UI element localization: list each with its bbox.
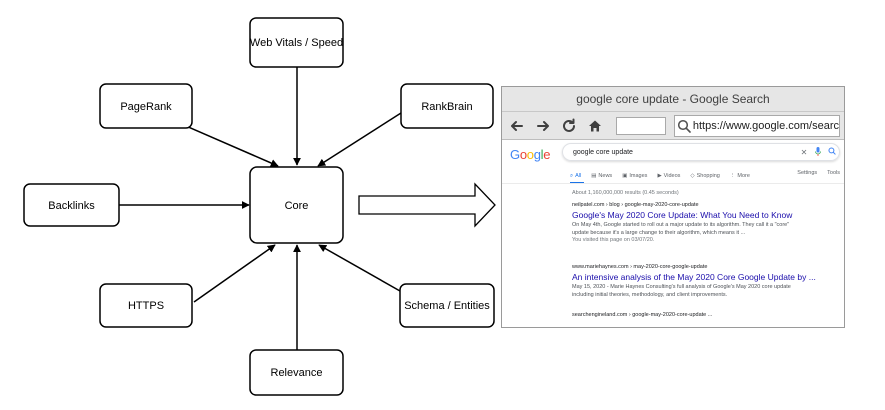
result-url: neilpatel.com › blog › google-may-2020-c… [572, 202, 699, 208]
node-web-vitals: Web Vitals / Speed [249, 17, 344, 68]
result-title-link[interactable]: Google's May 2020 Core Update: What You … [572, 210, 793, 220]
result-snippet: May 15, 2020 - Marie Haynes Consulting's… [572, 283, 840, 299]
settings-link[interactable]: Settings [797, 170, 818, 176]
reload-icon[interactable] [560, 117, 578, 135]
search-submit-icon[interactable] [825, 147, 839, 157]
node-backlinks-label: Backlinks [48, 200, 95, 212]
node-core: Core [249, 166, 344, 244]
tab-shopping[interactable]: ◇Shopping [690, 170, 719, 182]
tab-label: More [737, 173, 750, 179]
arrow-rankbrain-to-core [317, 112, 402, 167]
node-schema: Schema / Entities [399, 283, 495, 328]
tab-label: All [575, 173, 582, 179]
back-arrow-icon[interactable] [508, 117, 526, 135]
browser-toolbar: https://www.google.com/searc [502, 112, 844, 140]
result-title-link[interactable]: An intensive analysis of the May 2020 Co… [572, 272, 816, 282]
search-result: neilpatel.com › blog › google-may-2020-c… [572, 202, 840, 243]
active-tab-underline [570, 182, 584, 183]
address-bar[interactable]: https://www.google.com/searc [674, 114, 840, 137]
node-relevance-label: Relevance [271, 367, 323, 379]
tab-label: News [598, 173, 613, 179]
search-result: searchengineland.com › google-may-2020-c… [572, 312, 840, 318]
node-https: HTTPS [99, 283, 193, 328]
node-pagerank: PageRank [99, 83, 193, 129]
logo-letter: l [540, 147, 544, 162]
result-url: www.mariehaynes.com › may-2020-core-goog… [572, 264, 708, 270]
result-snippet: On May 4th, Google started to roll out a… [572, 221, 840, 237]
snippet-line: May 15, 2020 - Marie Haynes Consulting's… [572, 284, 791, 290]
tab-label: Images [629, 173, 648, 179]
arrow-https-to-core [193, 244, 276, 303]
snippet-line: update because it's a large change to th… [572, 230, 746, 236]
result-url: searchengineland.com › google-may-2020-c… [572, 312, 713, 318]
tag-icon: ◇ [690, 173, 695, 179]
tab-label: Videos [663, 173, 681, 179]
result-visited-note: You visited this page on 03/07/20. [572, 237, 655, 243]
clear-icon[interactable]: ✕ [800, 147, 808, 157]
search-box[interactable]: google core update ✕ [562, 143, 840, 161]
node-pagerank-label: PageRank [120, 101, 172, 113]
forward-arrow-icon[interactable] [534, 117, 552, 135]
node-https-label: HTTPS [128, 300, 164, 312]
tools-link[interactable]: Tools [827, 170, 840, 176]
image-icon: ▣ [622, 173, 628, 179]
node-backlinks: Backlinks [23, 183, 120, 227]
search-icon [675, 119, 693, 133]
window-title: google core update - Google Search [576, 92, 770, 106]
node-web-vitals-label: Web Vitals / Speed [250, 37, 343, 49]
node-schema-label: Schema / Entities [404, 300, 490, 312]
hollow-right-arrow [358, 182, 496, 228]
browser-window: google core update - Google Search https… [501, 86, 845, 328]
snippet-line: On May 4th, Google started to roll out a… [572, 222, 790, 228]
node-rankbrain: RankBrain [400, 83, 494, 129]
node-relevance: Relevance [249, 349, 344, 396]
arrow-pagerank-to-core [185, 125, 279, 167]
logo-letter: o [526, 147, 534, 162]
snippet-line: including initial theories, methodology,… [572, 292, 728, 298]
logo-letter: G [510, 147, 520, 162]
tab-more[interactable]: ⋮More [730, 170, 750, 182]
address-url: https://www.google.com/searc [692, 119, 839, 132]
tab-images[interactable]: ▣Images [622, 170, 647, 182]
node-rankbrain-label: RankBrain [421, 101, 472, 113]
tab-videos[interactable]: ▶Videos [657, 170, 680, 182]
newspaper-icon: ▤ [591, 173, 597, 179]
result-stats: About 1,160,000,000 results (0.45 second… [572, 190, 679, 196]
tabs-divider [502, 183, 844, 184]
video-icon: ▶ [657, 173, 662, 179]
microphone-icon[interactable] [811, 146, 825, 158]
browser-titlebar: google core update - Google Search [502, 87, 844, 112]
logo-letter: e [543, 147, 551, 162]
logo-letter: g [533, 147, 541, 162]
tab-label: Shopping [696, 173, 720, 179]
more-dots-icon: ⋮ [729, 173, 736, 179]
google-logo: Google [510, 147, 550, 162]
tab-strip-box[interactable] [616, 116, 666, 135]
search-results-page: Google google core update ✕ ⌕All ▤News ▣… [502, 140, 844, 327]
home-icon[interactable] [586, 117, 604, 135]
node-core-label: Core [285, 200, 309, 212]
tab-all[interactable]: ⌕All [570, 170, 581, 182]
arrow-schema-to-core [318, 244, 401, 292]
search-query: google core update [573, 148, 633, 156]
search-result: www.mariehaynes.com › may-2020-core-goog… [572, 264, 840, 299]
search-tabs: ⌕All ▤News ▣Images ▶Videos ◇Shopping ⋮Mo… [570, 170, 840, 182]
logo-letter: o [519, 147, 527, 162]
search-small-icon: ⌕ [570, 172, 574, 179]
tab-news[interactable]: ▤News [591, 170, 612, 182]
